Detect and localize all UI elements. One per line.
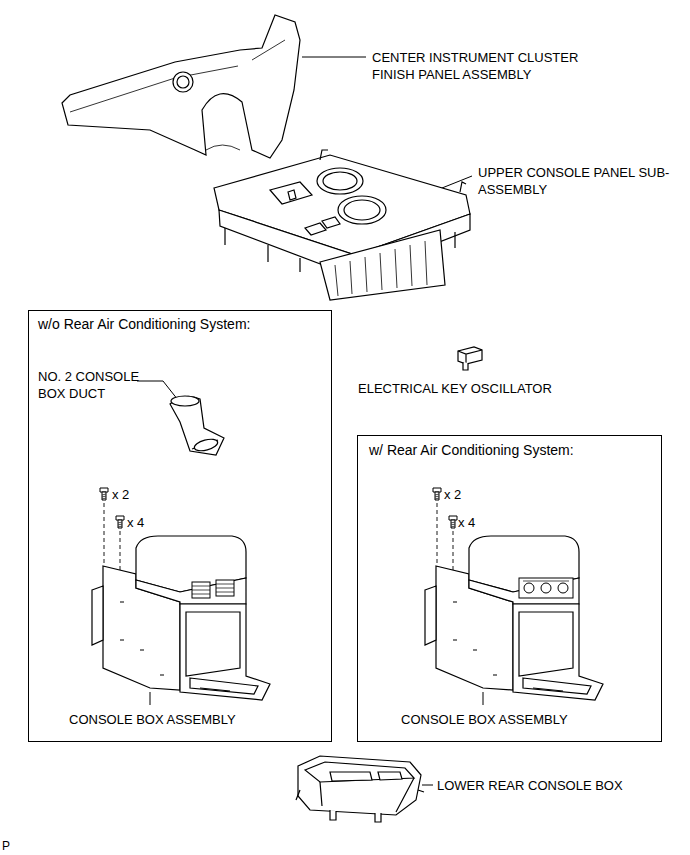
lower-rear-console-drawing [296,756,424,822]
console-box-drawing [425,488,603,700]
condition-heading: w/ Rear Air Conditioning System: [369,442,574,459]
condition-box: w/ Rear Air Conditioning System: x 2 x 4 CO… [357,435,662,742]
part-label: UPPER CONSOLE PANEL SUB-ASSEMBLY [478,164,678,198]
part-label: LOWER REAR CONSOLE BOX [437,777,623,794]
quantity-label: x 2 [444,486,461,503]
leader-lines [137,57,483,785]
console-box-drawing [92,488,270,700]
condition-heading: w/o Rear Air Conditioning System: [38,316,250,333]
part-label: CONSOLE BOX ASSEMBLY [401,711,568,728]
part-label: NO. 2 CONSOLE BOX DUCT [38,368,146,402]
quantity-label: x 2 [112,486,129,503]
duct-drawing [170,396,224,455]
part-label: CENTER INSTRUMENT CLUSTER FINISH PANEL A… [372,49,622,83]
upper-console-drawing [214,150,470,300]
page-code: P [2,838,10,855]
quantity-label: x 4 [127,514,144,531]
key-oscillator-drawing [458,347,482,370]
condition-box: w/o Rear Air Conditioning System: NO. 2 C… [28,310,332,742]
quantity-label: x 4 [458,514,475,531]
part-label: CONSOLE BOX ASSEMBLY [69,711,236,728]
finish-panel-drawing [62,15,300,158]
part-label: ELECTRICAL KEY OSCILLATOR [358,380,552,397]
